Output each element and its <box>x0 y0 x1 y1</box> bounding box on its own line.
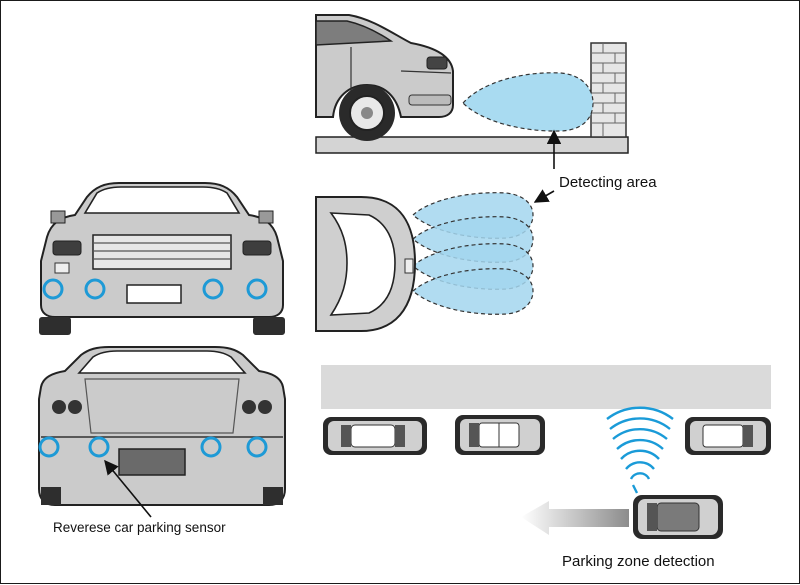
side-view-car-icon <box>315 14 454 141</box>
reverse-sensor-label: Reverese car parking sensor <box>53 520 226 535</box>
ultrasonic-wave-icon <box>606 406 674 494</box>
parked-car-icon <box>455 415 545 455</box>
rear-sensor-rings <box>38 436 268 458</box>
reverse-sensor-pointer <box>104 459 152 518</box>
moving-car-icon <box>633 495 723 539</box>
detection-zone-side <box>462 72 594 132</box>
parked-car-icon <box>323 417 427 455</box>
side-view-scene <box>315 14 629 154</box>
top-view-car-icon <box>315 196 417 332</box>
detecting-area-callout <box>533 129 562 203</box>
top-view-scene <box>315 192 534 332</box>
brick-wall-icon <box>590 42 627 138</box>
parked-car-icon <box>685 417 771 455</box>
parking-zone-label: Parking zone detection <box>562 553 715 570</box>
detecting-area-label: Detecting area <box>559 174 657 191</box>
curb-strip <box>321 365 771 409</box>
front-sensor-rings <box>42 278 268 300</box>
direction-arrow-icon <box>521 501 629 535</box>
detection-zones-top <box>412 192 534 315</box>
rear-view-car-icon <box>38 346 286 518</box>
parking-scene <box>321 365 771 539</box>
front-view-car-icon <box>39 182 285 335</box>
